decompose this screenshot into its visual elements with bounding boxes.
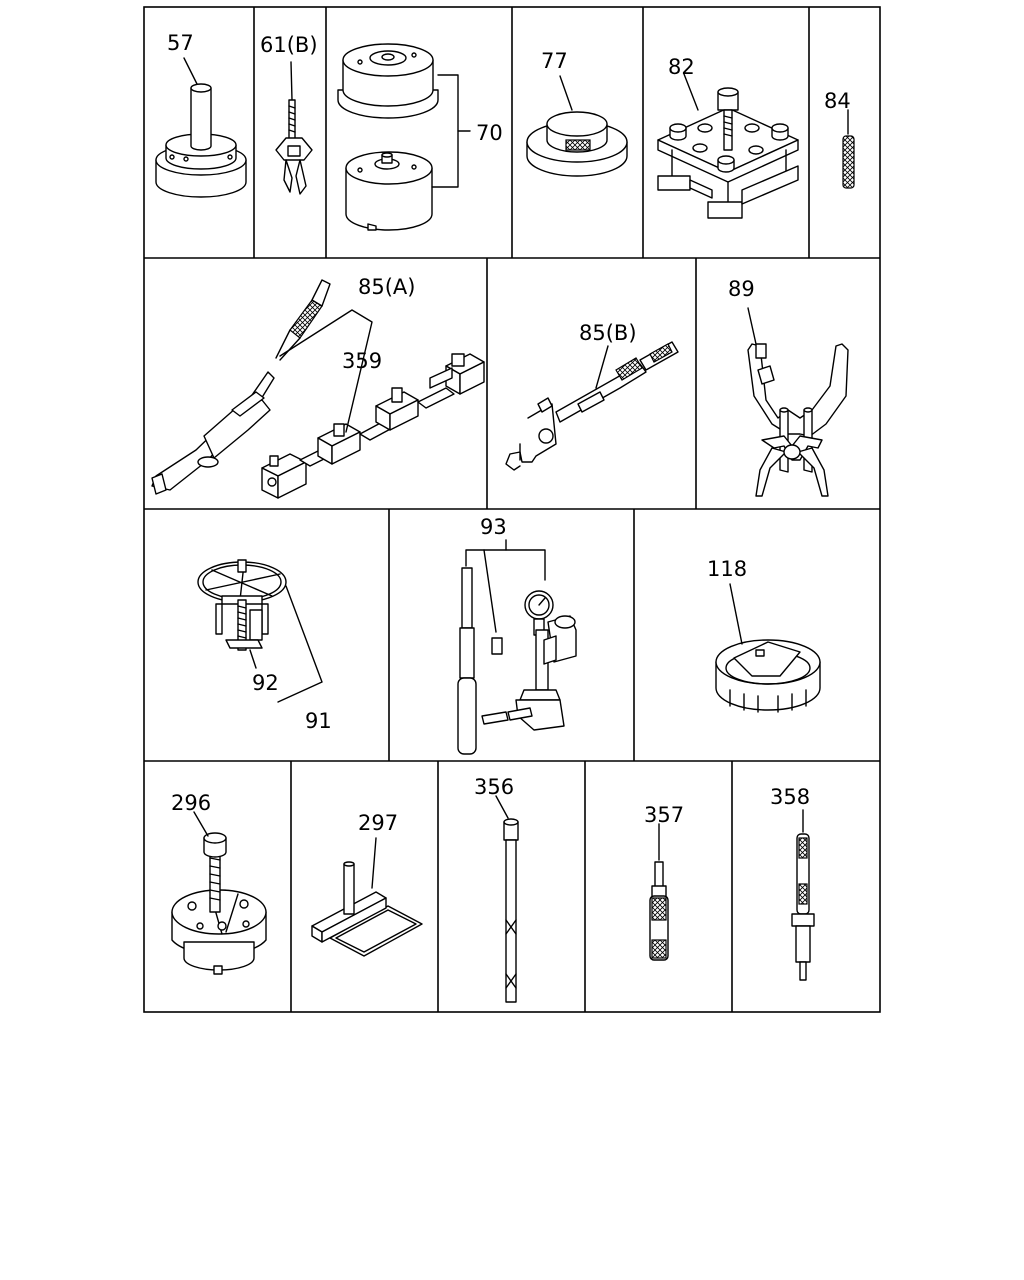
callout-84: 84	[824, 89, 851, 113]
part-118-wrench[interactable]	[715, 583, 821, 713]
callout-93: 93	[480, 515, 507, 539]
part-297-gauge[interactable]	[311, 837, 423, 957]
part-358-installer[interactable]	[791, 809, 815, 981]
part-61b-puller[interactable]	[275, 61, 313, 195]
callout-57: 57	[167, 31, 194, 55]
part-85a-359-tool[interactable]	[151, 279, 485, 499]
callout-357: 357	[644, 803, 684, 827]
callout-118: 118	[707, 557, 747, 581]
callout-85a: 85(A)	[358, 275, 415, 299]
callout-70: 70	[476, 121, 503, 145]
callout-77: 77	[541, 49, 568, 73]
part-77-installer[interactable]	[526, 75, 628, 177]
part-70-tool-set[interactable]	[337, 43, 471, 231]
callout-356: 356	[474, 775, 514, 799]
callout-82: 82	[668, 55, 695, 79]
callout-92: 92	[252, 671, 279, 695]
callout-61b: 61(B)	[260, 33, 318, 57]
callout-359: 359	[342, 349, 382, 373]
grid-frame	[143, 6, 881, 1013]
part-82-remover[interactable]	[657, 73, 799, 219]
part-89-puller[interactable]	[747, 307, 849, 497]
callout-85b: 85(B)	[579, 321, 637, 345]
part-357-installer[interactable]	[649, 823, 669, 961]
callout-297: 297	[358, 811, 398, 835]
part-84-pin[interactable]	[842, 109, 855, 189]
callout-358: 358	[770, 785, 810, 809]
part-91-92-compressor[interactable]	[197, 559, 323, 703]
part-296-puller[interactable]	[171, 811, 267, 975]
callout-296: 296	[171, 791, 211, 815]
callout-89: 89	[728, 277, 755, 301]
callout-91: 91	[305, 709, 332, 733]
part-356-installer[interactable]	[495, 795, 519, 1003]
part-85b-tool[interactable]	[505, 341, 679, 471]
part-57-installer[interactable]	[155, 57, 247, 198]
part-93-gauge-set[interactable]	[457, 539, 577, 755]
